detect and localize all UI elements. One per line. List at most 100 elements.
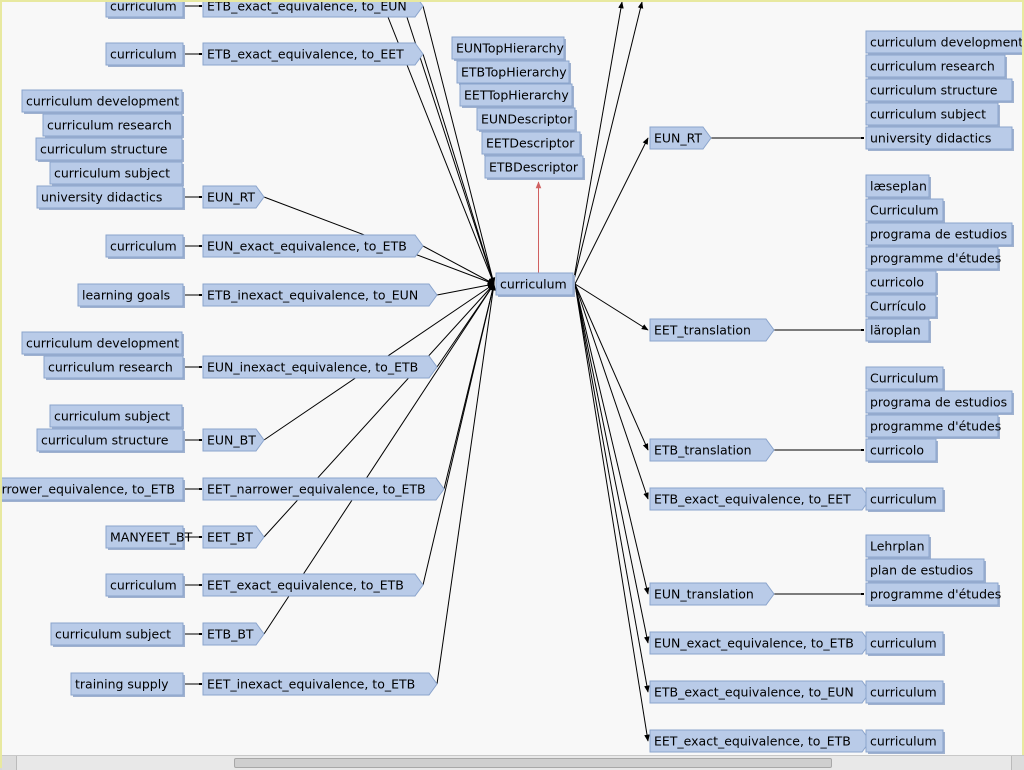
right-relation-eun-exact-equivalence-to-etb[interactable]: EUN_exact_equivalence, to_ETB	[649, 631, 871, 655]
relation-label: ETB_exact_equivalence, to_EUN	[207, 2, 407, 14]
left-node-curriculum[interactable]: curriculum	[105, 42, 185, 67]
node-label: plan de estudios	[870, 563, 973, 578]
left-relation-etb-exact-equivalence-to-eet[interactable]: ETB_exact_equivalence, to_EET	[202, 42, 424, 66]
left-relation-eun-rt[interactable]: EUN_RT	[202, 185, 265, 209]
node-label: curriculum	[870, 492, 937, 507]
right-node-curriculum[interactable]: curriculum	[865, 487, 945, 512]
node-label: curricolo	[870, 275, 924, 290]
right-node-plan-de-estudios[interactable]: plan de estudios	[865, 558, 986, 583]
right-node-programa-de-estudios[interactable]: programa de estudios	[865, 390, 1014, 415]
right-node-curriculum[interactable]: curriculum	[865, 631, 945, 656]
right-node-curricolo[interactable]: curricolo	[865, 270, 938, 295]
top-label-eundescriptor[interactable]: EUNDescriptor	[476, 107, 577, 132]
relation-label: ETB_translation	[654, 443, 752, 458]
right-relation-eun-rt[interactable]: EUN_RT	[649, 126, 712, 150]
node-label: ETBDescriptor	[489, 160, 579, 175]
left-node-narrower-equivalence-to-etb[interactable]: narrower_equivalence, to_ETB	[2, 477, 185, 502]
left-node-manyeet-bt[interactable]: MANYEET_BT	[105, 525, 193, 550]
right-node-curr-culo[interactable]: Currículo	[865, 294, 938, 319]
relation-label: EET_inexact_equivalence, to_ETB	[207, 677, 415, 692]
center-node[interactable]: curriculum	[495, 272, 575, 297]
right-node-programme-d-tudes[interactable]: programme d'études	[865, 414, 1001, 439]
node-label: curriculum subject	[55, 627, 171, 642]
scroll-left-button[interactable]	[2, 756, 17, 770]
right-relation-eun-translation[interactable]: EUN_translation	[649, 582, 775, 606]
left-relation-eet-exact-equivalence-to-etb[interactable]: EET_exact_equivalence, to_ETB	[202, 573, 424, 597]
right-node-curriculum[interactable]: Curriculum	[865, 198, 945, 223]
relation-label: EUN_exact_equivalence, to_ETB	[207, 239, 407, 254]
left-node-curriculum[interactable]: curriculum	[105, 573, 185, 598]
left-edge	[422, 245, 495, 285]
left-node-curriculum-research[interactable]: curriculum research	[42, 113, 184, 138]
left-relation-eun-exact-equivalence-to-etb[interactable]: EUN_exact_equivalence, to_ETB	[202, 234, 424, 258]
right-node-curricolo[interactable]: curricolo	[865, 438, 938, 463]
left-relation-eun-bt[interactable]: EUN_BT	[202, 428, 265, 452]
left-node-curriculum[interactable]: curriculum	[105, 2, 185, 19]
left-node-university-didactics[interactable]: university didactics	[36, 185, 185, 210]
relation-graph[interactable]: curriculumEUNTopHierarchyETBTopHierarchy…	[2, 2, 1022, 754]
right-node-university-didactics[interactable]: university didactics	[865, 126, 1014, 151]
right-relation-etb-exact-equivalence-to-eet[interactable]: ETB_exact_equivalence, to_EET	[649, 487, 871, 511]
right-node-l-seplan[interactable]: læseplan	[865, 174, 931, 199]
top-label-eetdescriptor[interactable]: EETDescriptor	[481, 131, 582, 156]
relation-label: EET_BT	[207, 530, 253, 545]
right-edge	[574, 283, 650, 742]
scroll-thumb[interactable]	[234, 758, 832, 768]
left-relation-etb-exact-equivalence-to-eun[interactable]: ETB_exact_equivalence, to_EUN	[202, 2, 424, 18]
left-relation-etb-bt[interactable]: ETB_BT	[202, 622, 265, 646]
relation-label: EET_translation	[654, 323, 751, 338]
left-relation-eun-inexact-equivalence-to-etb[interactable]: EUN_inexact_equivalence, to_ETB	[202, 355, 438, 379]
left-node-curriculum-research[interactable]: curriculum research	[43, 355, 185, 380]
top-label-etbdescriptor[interactable]: ETBDescriptor	[484, 155, 585, 180]
right-node-curriculum[interactable]: Curriculum	[865, 366, 945, 391]
right-node-curriculum-development[interactable]: curriculum development	[865, 30, 1022, 55]
right-node-curriculum-structure[interactable]: curriculum structure	[865, 78, 1014, 103]
right-node-curriculum-research[interactable]: curriculum research	[865, 54, 1007, 79]
right-node-programa-de-estudios[interactable]: programa de estudios	[865, 222, 1014, 247]
left-node-curriculum[interactable]: curriculum	[105, 234, 185, 259]
left-node-curriculum-structure[interactable]: curriculum structure	[35, 137, 184, 162]
left-node-training-supply[interactable]: training supply	[70, 672, 185, 697]
top-label-eettophierarchy[interactable]: EETTopHierarchy	[459, 83, 574, 108]
relation-label: EUN_BT	[207, 433, 256, 448]
left-node-learning-goals[interactable]: learning goals	[77, 283, 185, 308]
left-relation-etb-inexact-equivalence-to-eun[interactable]: ETB_inexact_equivalence, to_EUN	[202, 283, 438, 307]
left-node-curriculum-development[interactable]: curriculum development	[21, 331, 184, 356]
left-node-curriculum-development[interactable]: curriculum development	[21, 89, 184, 114]
right-edge	[574, 283, 650, 693]
node-label: programme d'études	[870, 251, 1001, 266]
left-relation-eet-inexact-equivalence-to-etb[interactable]: EET_inexact_equivalence, to_ETB	[202, 672, 438, 696]
right-node-curriculum[interactable]: curriculum	[865, 729, 945, 754]
left-relation-eet-bt[interactable]: EET_BT	[202, 525, 265, 549]
node-label: MANYEET_BT	[110, 530, 193, 545]
right-node-l-roplan[interactable]: läroplan	[865, 318, 931, 343]
left-node-curriculum-subject[interactable]: curriculum subject	[50, 622, 185, 647]
left-node-curriculum-structure[interactable]: curriculum structure	[36, 428, 185, 453]
node-label: curriculum structure	[40, 142, 168, 157]
right-relation-etb-translation[interactable]: ETB_translation	[649, 438, 775, 462]
top-label-euntophierarchy[interactable]: EUNTopHierarchy	[451, 36, 566, 61]
node-label: læseplan	[870, 179, 927, 194]
right-node-lehrplan[interactable]: Lehrplan	[865, 534, 931, 559]
left-node-curriculum-subject[interactable]: curriculum subject	[49, 161, 184, 186]
right-node-programme-d-tudes[interactable]: programme d'études	[865, 582, 1001, 607]
right-relation-eet-translation[interactable]: EET_translation	[649, 318, 775, 342]
relation-label: EUN_translation	[654, 587, 754, 602]
left-relation-eet-narrower-equivalence-to-etb[interactable]: EET_narrower_equivalence, to_ETB	[202, 477, 445, 501]
left-node-curriculum-subject[interactable]: curriculum subject	[49, 404, 184, 429]
right-node-programme-d-tudes[interactable]: programme d'études	[865, 246, 1001, 271]
right-node-curriculum[interactable]: curriculum	[865, 680, 945, 705]
node-label: curriculum structure	[870, 83, 998, 98]
node-label: curriculum development	[870, 35, 1022, 50]
node-label: curriculum subject	[54, 409, 170, 424]
node-layer: curriculumEUNTopHierarchyETBTopHierarchy…	[2, 2, 1022, 754]
scroll-right-button[interactable]	[1011, 756, 1024, 770]
right-edge	[574, 137, 649, 285]
node-label: läroplan	[870, 323, 921, 338]
top-label-etbtophierarchy[interactable]: ETBTopHierarchy	[456, 60, 571, 85]
right-relation-etb-exact-equivalence-to-eun[interactable]: ETB_exact_equivalence, to_EUN	[649, 680, 871, 704]
right-relation-eet-exact-equivalence-to-etb[interactable]: EET_exact_equivalence, to_ETB	[649, 729, 871, 753]
node-label: learning goals	[82, 288, 170, 303]
right-node-curriculum-subject[interactable]: curriculum subject	[865, 102, 1000, 127]
